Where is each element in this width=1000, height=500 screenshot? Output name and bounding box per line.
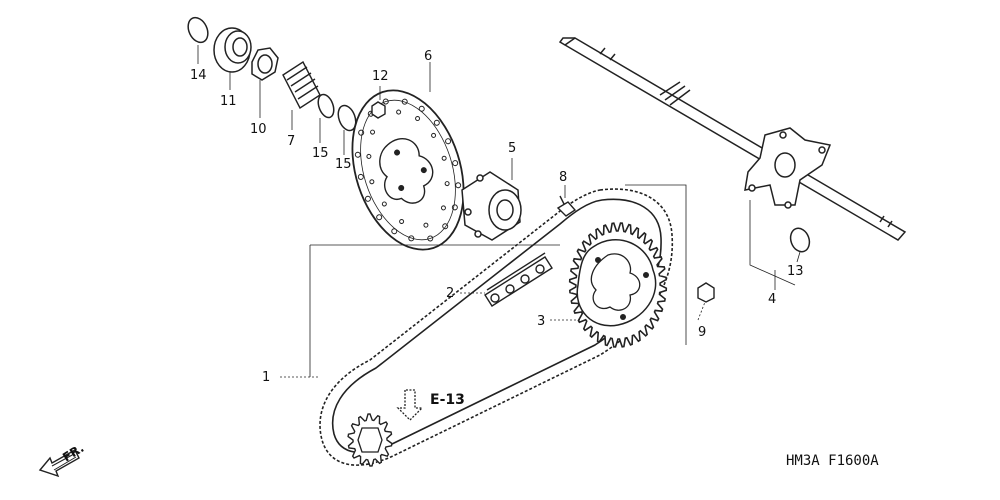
front-direction-icon [38, 449, 80, 478]
callout-12: 12 [372, 69, 389, 84]
reference-label: E-13 [430, 392, 465, 408]
callout-9: 9 [698, 325, 706, 340]
leader-lines [197, 45, 801, 378]
callout-4: 4 [768, 292, 776, 307]
sprocket-hub [461, 171, 522, 241]
chain-joint [484, 252, 553, 307]
lock-nut-10 [251, 47, 279, 81]
callout-7: 7 [287, 134, 295, 149]
reference-arrow [396, 389, 424, 421]
bolt-12 [371, 101, 386, 119]
callout-14: 14 [190, 68, 207, 83]
callout-13: 13 [787, 264, 804, 279]
bearing-holder-11 [213, 27, 252, 73]
brake-disc [351, 89, 465, 251]
drive-sprocket [347, 413, 393, 467]
o-ring-15a [317, 93, 335, 119]
rear-axle [558, 37, 907, 241]
callout-15a: 15 [312, 146, 329, 161]
o-ring-15b [337, 104, 357, 132]
callout-10: 10 [250, 122, 267, 137]
collar-7 [282, 60, 321, 110]
callout-2: 2 [446, 286, 454, 301]
snap-ring-13 [789, 227, 811, 253]
diagram-code: HM3A F1600A [786, 453, 879, 469]
callout-8: 8 [559, 170, 567, 185]
callout-5: 5 [508, 141, 516, 156]
snap-ring-14 [187, 16, 209, 44]
callout-3: 3 [537, 314, 545, 329]
driven-sprocket [568, 222, 668, 348]
callout-11: 11 [220, 94, 237, 109]
bolt-8 [556, 195, 577, 217]
callout-1: 1 [262, 370, 270, 385]
nut-9 [697, 282, 715, 303]
callout-6: 6 [424, 49, 432, 64]
callout-15b: 15 [335, 157, 352, 172]
